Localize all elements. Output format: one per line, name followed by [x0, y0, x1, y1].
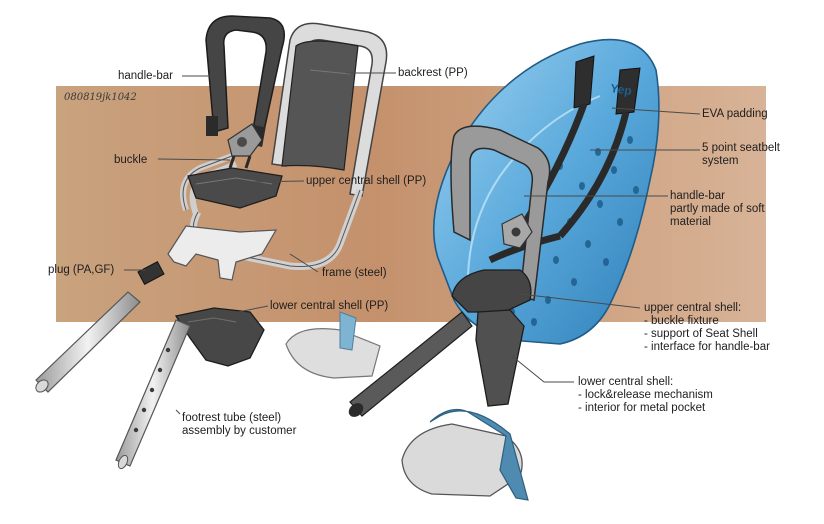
label-footrest-tube-line-1: footrest tube (steel) [182, 412, 282, 424]
seat-brand: Yep [610, 81, 633, 98]
label-seatbelt: 5 point seatbelt system [702, 142, 780, 168]
label-upper-central-shell-right: upper central shell: - buckle fixture - … [644, 302, 770, 354]
footrest-right [401, 423, 523, 497]
label-upper-central-shell: upper central shell (PP) [306, 175, 427, 187]
label-handle-bar-right-line-3: material [670, 216, 711, 228]
assembled-seat: Yep [348, 38, 660, 501]
label-seatbelt-line-1: 5 point seatbelt [702, 142, 781, 154]
label-handle-bar-right-line-1: handle-bar [670, 190, 725, 202]
plug-clip [137, 260, 165, 286]
eva-padding-right [615, 67, 641, 115]
lower-central-shell-part [174, 307, 265, 367]
label-footrest-tube: footrest tube (steel) assembly by custom… [182, 412, 296, 438]
label-backrest: backrest (PP) [398, 67, 468, 79]
label-handle-bar: handle-bar [118, 70, 173, 82]
label-buckle: buckle [114, 154, 148, 166]
label-eva-padding: EVA padding [702, 108, 768, 120]
label-handle-bar-right: handle-bar partly made of soft material [670, 190, 765, 229]
label-frame: frame (steel) [322, 267, 387, 279]
handle-bar-assembled [450, 125, 551, 301]
label-ucs-right-line-4: - interface for handle-bar [644, 341, 770, 353]
exploded-view [35, 15, 388, 470]
label-ucs-right-line-3: - support of Seat Shell [644, 328, 758, 340]
upper-central-shell-assembled [451, 269, 532, 313]
label-ucs-right-line-2: - buckle fixture [644, 315, 719, 327]
label-seatbelt-line-2: system [702, 155, 739, 167]
plug-part [167, 225, 278, 281]
label-lcs-right-line-1: lower central shell: [578, 376, 674, 388]
footrest-strap [429, 409, 529, 501]
label-lower-central-shell-right: lower central shell: - lock&release mech… [578, 376, 713, 415]
label-plug: plug (PA,GF) [48, 264, 115, 276]
label-lower-central-shell: lower central shell (PP) [270, 300, 389, 312]
eva-padding-left [573, 55, 595, 109]
label-lcs-right-line-3: - interior for metal pocket [578, 402, 706, 414]
label-ucs-right-line-1: upper central shell: [644, 302, 742, 314]
label-footrest-tube-line-2: assembly by customer [182, 425, 297, 437]
background-band [56, 86, 766, 322]
sketch-signature: 080819jk1042 [64, 92, 137, 103]
label-handle-bar-right-line-2: partly made of soft [670, 203, 765, 215]
lower-central-shell-assembled [475, 309, 525, 407]
leader-lines [124, 72, 701, 415]
footrest-tube-part [115, 319, 191, 467]
label-lcs-right-line-2: - lock&release mechanism [578, 389, 713, 401]
upper-central-shell-part [187, 167, 283, 209]
footrest-left [285, 328, 381, 379]
